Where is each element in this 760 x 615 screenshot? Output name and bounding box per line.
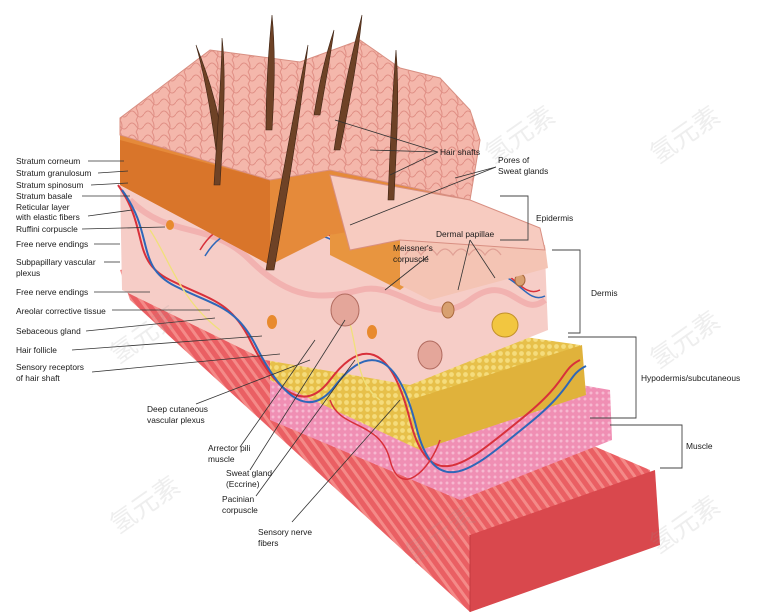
label-muscle: Muscle (686, 441, 713, 451)
label-epidermis: Epidermis (536, 213, 573, 223)
label-stratum-granulosum: Stratum granulosum (16, 168, 91, 178)
label-areolar-tissue: Areolar corrective tissue (16, 306, 106, 316)
label-pores-line2: Sweat glands (498, 166, 548, 176)
label-sebaceous-gland: Sebaceous gland (16, 326, 81, 336)
label-sensory-receptors-line2: of hair shaft (16, 373, 60, 383)
label-stratum-basale: Stratum basale (16, 191, 72, 201)
label-reticular-layer: Reticular layer (16, 202, 70, 212)
label-pacinian-corpuscle-line2: corpuscle (222, 505, 258, 515)
label-sweat-gland-line2: (Eccrine) (226, 479, 260, 489)
label-hair-follicle: Hair follicle (16, 345, 57, 355)
label-dermis: Dermis (591, 288, 618, 298)
label-sensory-nerve-fibers: Sensory nerve (258, 527, 312, 537)
label-hypodermis: Hypodermis/subcutaneous (641, 373, 740, 383)
label-sweat-gland: Sweat gland (226, 468, 272, 478)
label-dermal-papillae: Dermal papillae (436, 229, 494, 239)
label-stratum-corneum: Stratum corneum (16, 156, 80, 166)
label-free-nerve-endings-1: Free nerve endings (16, 239, 88, 249)
label-sensory-nerve-fibers-line2: fibers (258, 538, 278, 548)
label-arrector-pili: Arrector pili (208, 443, 250, 453)
label-subpapillary-plexus-line2: plexus (16, 268, 40, 278)
label-free-nerve-endings-2: Free nerve endings (16, 287, 88, 297)
label-pores: Pores of (498, 155, 529, 165)
label-meissner-corpuscle: Meissner's (393, 243, 433, 253)
label-stratum-spinosum: Stratum spinosum (16, 180, 84, 190)
label-subpapillary-plexus: Subpapillary vascular (16, 257, 96, 267)
label-meissner-corpuscle-line2: corpuscle (393, 254, 429, 264)
label-pacinian-corpuscle: Pacinian (222, 494, 254, 504)
label-reticular-layer-line2: with elastic fibers (16, 212, 80, 222)
label-arrector-pili-line2: muscle (208, 454, 235, 464)
label-hair-shafts: Hair shafts (440, 147, 480, 157)
label-sensory-receptors: Sensory receptors (16, 362, 84, 372)
label-deep-plexus: Deep cutaneous (147, 404, 208, 414)
label-deep-plexus-line2: vascular plexus (147, 415, 205, 425)
label-ruffini-corpuscle: Ruffini corpuscle (16, 224, 78, 234)
